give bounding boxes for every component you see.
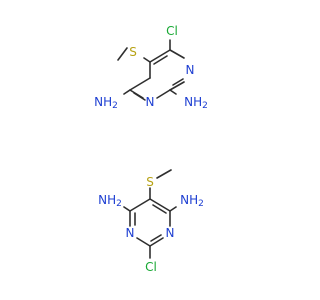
amino-label: NH	[180, 193, 198, 207]
bond	[149, 49, 171, 63]
amino-label: NH	[94, 95, 112, 109]
chlorine-atom: Cl	[166, 24, 178, 38]
molecule-canvas: Cl S N N NH2 NH2	[94, 24, 208, 274]
bond	[169, 89, 177, 95]
molecule-2: S NH2 NH2 N N Cl	[98, 169, 204, 274]
amino-subscript: 2	[112, 101, 118, 111]
ring-nitrogen: N	[126, 226, 135, 240]
bond	[169, 49, 185, 59]
sulfur-atom: S	[146, 175, 154, 189]
bond	[149, 237, 164, 247]
ring-nitrogen: N	[186, 63, 195, 77]
bond	[143, 57, 151, 63]
amino-group: NH2	[180, 193, 204, 209]
ring-nitrogen: N	[146, 95, 155, 109]
bond	[150, 234, 162, 242]
amino-subscript: 2	[202, 101, 208, 111]
amino-group: NH2	[94, 95, 118, 111]
bond	[123, 89, 131, 95]
structures-svg: Cl S N N NH2 NH2	[94, 24, 208, 274]
ring-nitrogen: N	[166, 226, 175, 240]
bond	[153, 55, 168, 65]
amino-label: NH	[184, 95, 202, 109]
sulfur-atom: S	[129, 45, 137, 59]
bond	[169, 81, 185, 91]
amino-group: NH2	[98, 193, 122, 209]
molecule-1: Cl S N N NH2 NH2	[94, 24, 208, 111]
amino-group: NH2	[184, 95, 208, 111]
bond	[156, 89, 171, 99]
bond	[133, 92, 146, 101]
bond	[117, 47, 128, 61]
bond	[156, 169, 172, 179]
bond	[169, 206, 177, 212]
amino-subscript: 2	[116, 199, 122, 209]
bond	[149, 198, 171, 212]
amino-subscript: 2	[198, 199, 204, 209]
bond	[136, 237, 151, 247]
bond	[129, 77, 151, 91]
chlorine-atom: Cl	[145, 260, 157, 274]
amino-label: NH	[98, 193, 116, 207]
bond	[129, 198, 151, 212]
bond	[172, 78, 184, 86]
bond	[123, 206, 131, 212]
bond	[152, 204, 167, 214]
